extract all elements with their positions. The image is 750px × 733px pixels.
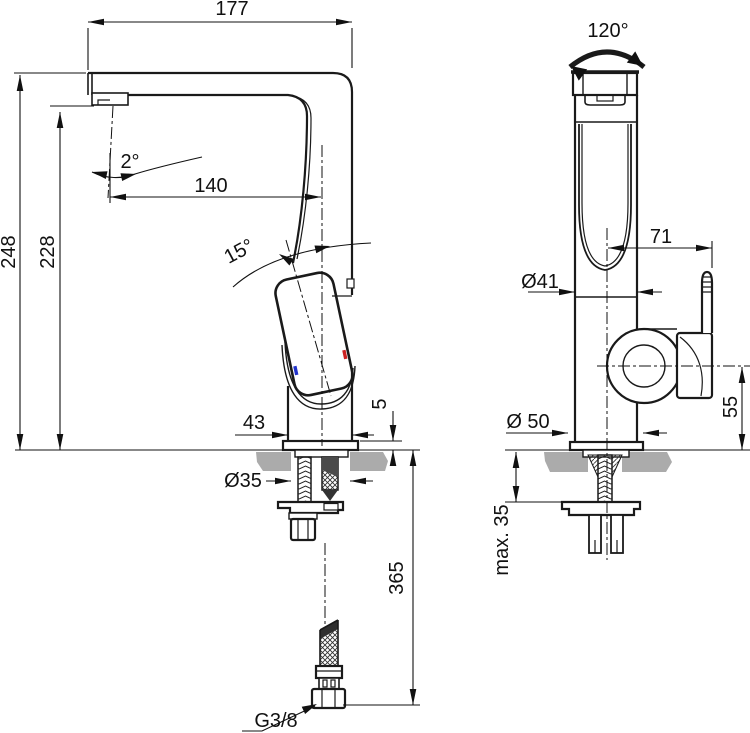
threaded-stud (297, 456, 312, 503)
thread-leader (242, 705, 316, 732)
dim-thread-size: G3/8 (254, 710, 297, 732)
seal-cone-right (611, 454, 623, 478)
dim-swivel-angle: 120° (587, 20, 628, 42)
aerator-front-detail (596, 94, 614, 102)
dim-hose-length: 365 (386, 561, 408, 594)
handle-lever (274, 271, 354, 397)
body-cross-lines (575, 121, 637, 298)
supply-hose-detail (310, 619, 347, 710)
aerator-detail (97, 99, 110, 105)
hose-slotted-section (318, 677, 340, 690)
hose-cut-tip (322, 490, 338, 501)
dim-177-ext (87, 28, 353, 70)
front-view: 120° 71 Ø41 Ø 50 55 max. 35 (491, 20, 750, 576)
spout-outline (88, 71, 354, 295)
dim-120-arrow-right (626, 51, 648, 72)
aerator-front (584, 95, 626, 106)
lever-ridges (703, 276, 712, 293)
base-flange (281, 439, 360, 452)
dim-max-deck-thickness: max. 35 (491, 504, 513, 575)
hot-indicator (342, 349, 348, 360)
handle-plate-arc (679, 336, 703, 397)
countertop-side (256, 452, 388, 471)
threaded-stud-front (597, 454, 613, 503)
dim-15deg-arrow-left (276, 250, 294, 266)
dim-15deg-arc (232, 242, 372, 288)
countertop-front (544, 452, 672, 472)
hose-braid (320, 629, 338, 667)
pivot-nub (346, 278, 355, 289)
dim-reach-axis: 140 (194, 175, 227, 197)
faucet-front-outline (568, 70, 714, 458)
countertop-right-slab (350, 452, 388, 471)
dim-handle-offset: 71 (650, 226, 672, 248)
handle-centerline (285, 239, 332, 397)
aerator (91, 92, 129, 106)
nut-facets (297, 519, 309, 540)
spout-left-end (87, 73, 93, 95)
dim-handle-angle: 15° (221, 235, 258, 269)
dim-body-diameter: Ø41 (521, 271, 559, 293)
mounting-nut (289, 517, 317, 542)
hose-outline (319, 619, 339, 667)
countertop-left-slab (256, 452, 291, 471)
spout-inner-u-2 (581, 124, 629, 267)
dim-hole-diameter: Ø35 (224, 470, 262, 492)
hose-slot-1 (322, 679, 328, 688)
joint-cup-inner (284, 341, 354, 405)
side-view: 177 248 228 2° 140 15° 43 5 (0, 0, 420, 732)
faucet-side-outline (87, 71, 360, 458)
bracket-detail (323, 502, 339, 511)
dim-overall-height: 248 (0, 235, 20, 268)
hose-cut-end (320, 620, 338, 639)
mounting-bracket-front (560, 500, 642, 517)
body-sides (286, 370, 354, 441)
hose-dark-section (322, 457, 338, 477)
handle-lever-front (700, 270, 714, 333)
seal-cone-left (587, 454, 599, 478)
cold-indicator (293, 365, 299, 376)
hose-hex-nut (310, 687, 347, 710)
dim-spout-reach: 177 (215, 0, 248, 20)
front-view-dimensions: 120° 71 Ø41 Ø 50 55 max. 35 (491, 20, 750, 576)
dim-outlet-angle: 2° (120, 151, 139, 173)
tail-slots (594, 540, 618, 553)
dim-2deg-arc (91, 156, 203, 179)
side-view-dimensions: 177 248 228 2° 140 15° 43 5 (0, 0, 420, 732)
hex-nut-facets (321, 689, 336, 708)
under-counter-parts-front (560, 454, 642, 554)
dim-outlet-height: 228 (37, 235, 59, 268)
hose-collar (314, 664, 344, 680)
dim-handle-center-height: 55 (720, 396, 742, 418)
base-neck (294, 449, 349, 458)
countertop-left-slab-front (544, 452, 588, 472)
countertop-right-slab-front (622, 452, 672, 472)
outlet-centerline (107, 105, 114, 199)
dim-body-width: 43 (243, 412, 265, 434)
dim-2deg-arrow-left (91, 168, 108, 180)
spout-inner-u (578, 124, 632, 271)
spout-top-inner-lines (582, 73, 628, 95)
dim-base-diameter: Ø 50 (506, 411, 549, 433)
under-counter-parts-side (276, 456, 345, 628)
hose-slot-2 (330, 679, 336, 688)
dim-base-plate: 5 (369, 398, 391, 409)
neck-inner-contour (291, 95, 312, 260)
